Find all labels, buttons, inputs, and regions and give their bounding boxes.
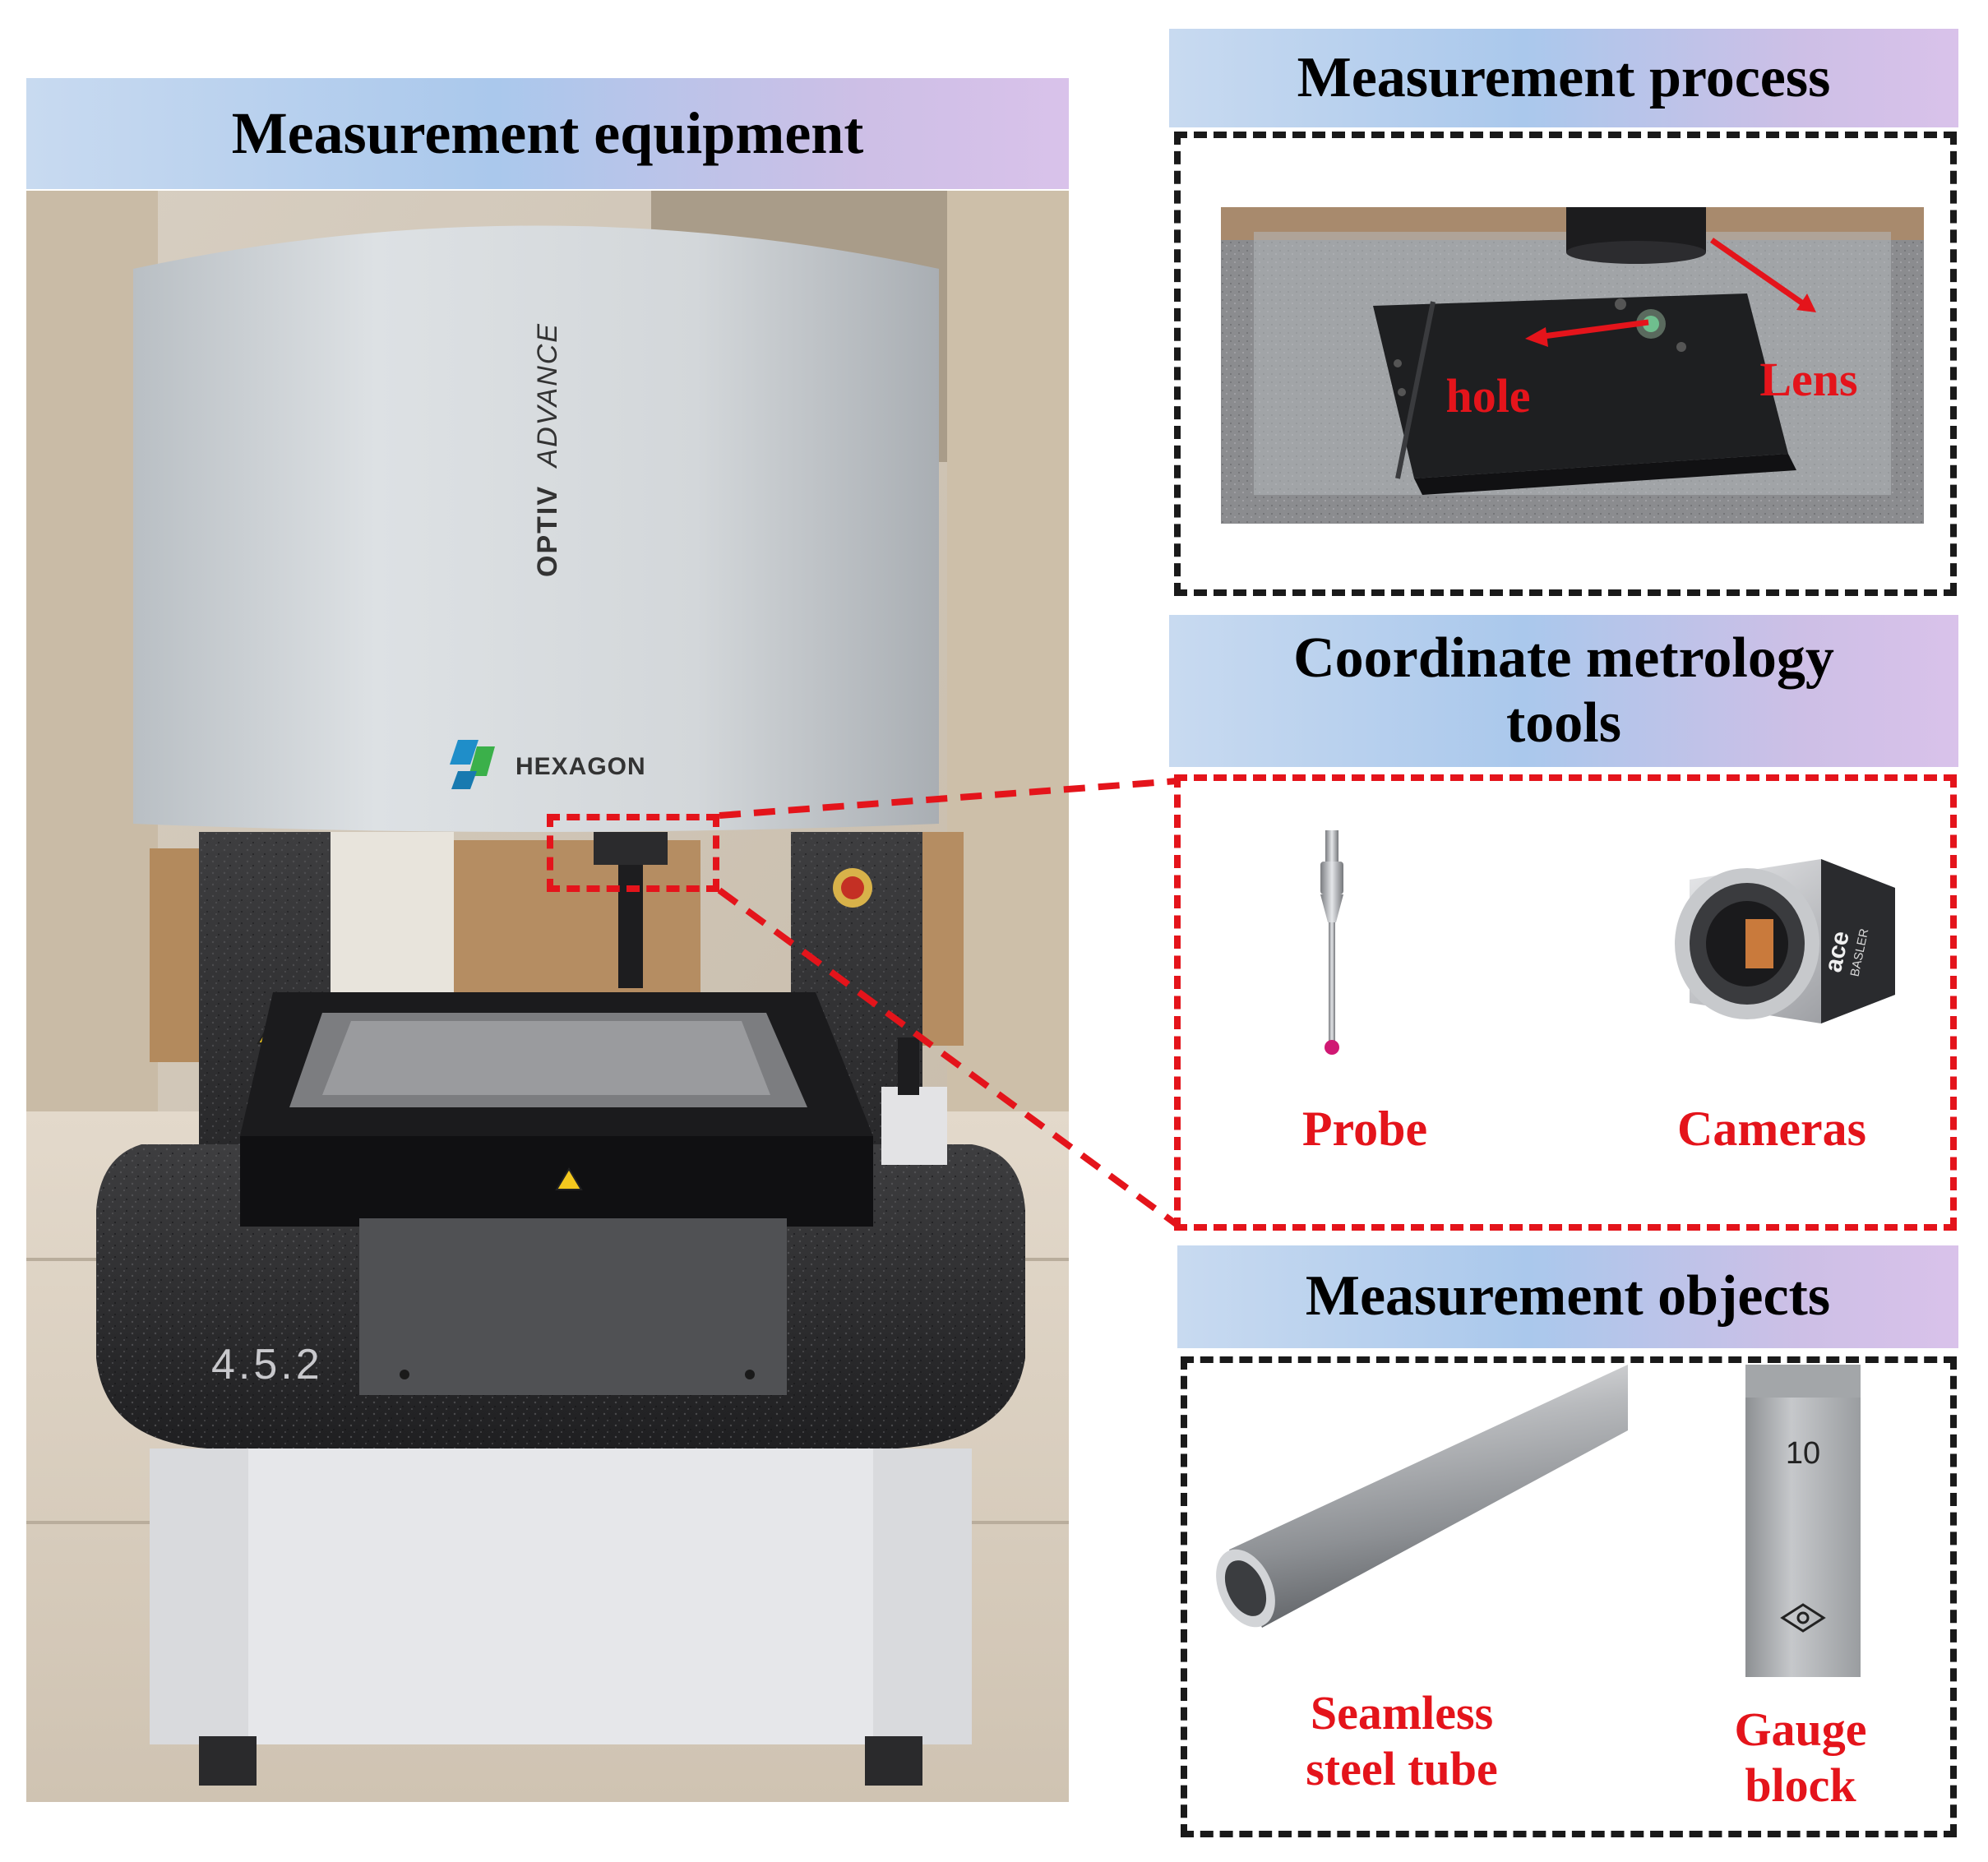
tools-title-line1: Coordinate metrology	[1293, 626, 1834, 691]
model-marking: 4.5.2	[211, 1341, 323, 1388]
steel-tube-icon	[1216, 1365, 1628, 1628]
brand-advance: ADVANCE	[532, 322, 563, 469]
hexagon-logo-icon	[450, 740, 495, 789]
gauge-block-image: 10	[1745, 1365, 1861, 1677]
svg-text:OPTIV ADVANCE: OPTIV ADVANCE	[532, 322, 563, 577]
label-hole: hole	[1445, 369, 1531, 423]
lens-callout-box	[547, 814, 719, 892]
label-probe: Probe	[1301, 1102, 1428, 1156]
camera-icon: ace BASLER	[1675, 859, 1895, 1023]
tools-frame	[1174, 774, 1957, 1231]
tools-title-line2: tools	[1506, 691, 1621, 755]
objects-frame	[1181, 1356, 1957, 1837]
process-photo	[1221, 207, 1924, 524]
objects-title: Measurement objects	[1305, 1264, 1831, 1328]
label-lens: Lens	[1759, 353, 1858, 406]
probe-image	[1311, 830, 1352, 1056]
probe-icon	[1320, 830, 1343, 1055]
process-frame	[1174, 132, 1957, 596]
steel-tube-label: Seamless steel tube	[1270, 1685, 1533, 1798]
equipment-title: Measurement equipment	[231, 100, 864, 167]
process-title-banner: Measurement process	[1169, 29, 1958, 127]
equipment-photo-svg: OPTIV ADVANCE HEXAGON 4.5.2	[26, 191, 1069, 1802]
label-cameras: Cameras	[1677, 1102, 1866, 1156]
process-title: Measurement process	[1297, 45, 1831, 109]
tools-title-banner: Coordinate metrology tools	[1169, 615, 1958, 767]
gauge-block-marking: 10	[1786, 1436, 1820, 1471]
equipment-title-banner: Measurement equipment	[26, 78, 1069, 189]
hexagon-logo-text: HEXAGON	[515, 753, 646, 780]
gauge-block-label-line1: Gauge	[1734, 1703, 1867, 1756]
gauge-block-label-line2: block	[1745, 1758, 1856, 1813]
gauge-block-label: Gauge block	[1681, 1702, 1920, 1814]
camera-image: ace BASLER	[1657, 855, 1903, 1028]
steel-tube-label-line2: steel tube	[1306, 1742, 1498, 1796]
equipment-photo: OPTIV ADVANCE HEXAGON 4.5.2	[26, 191, 1069, 1802]
process-photo-svg	[1221, 207, 1924, 524]
steel-tube-label-line1: Seamless	[1310, 1686, 1494, 1740]
brand-optiv: OPTIV	[532, 485, 563, 577]
steel-tube-image	[1213, 1365, 1640, 1636]
gauge-block-icon: 10	[1745, 1365, 1861, 1677]
objects-title-banner: Measurement objects	[1177, 1245, 1958, 1348]
